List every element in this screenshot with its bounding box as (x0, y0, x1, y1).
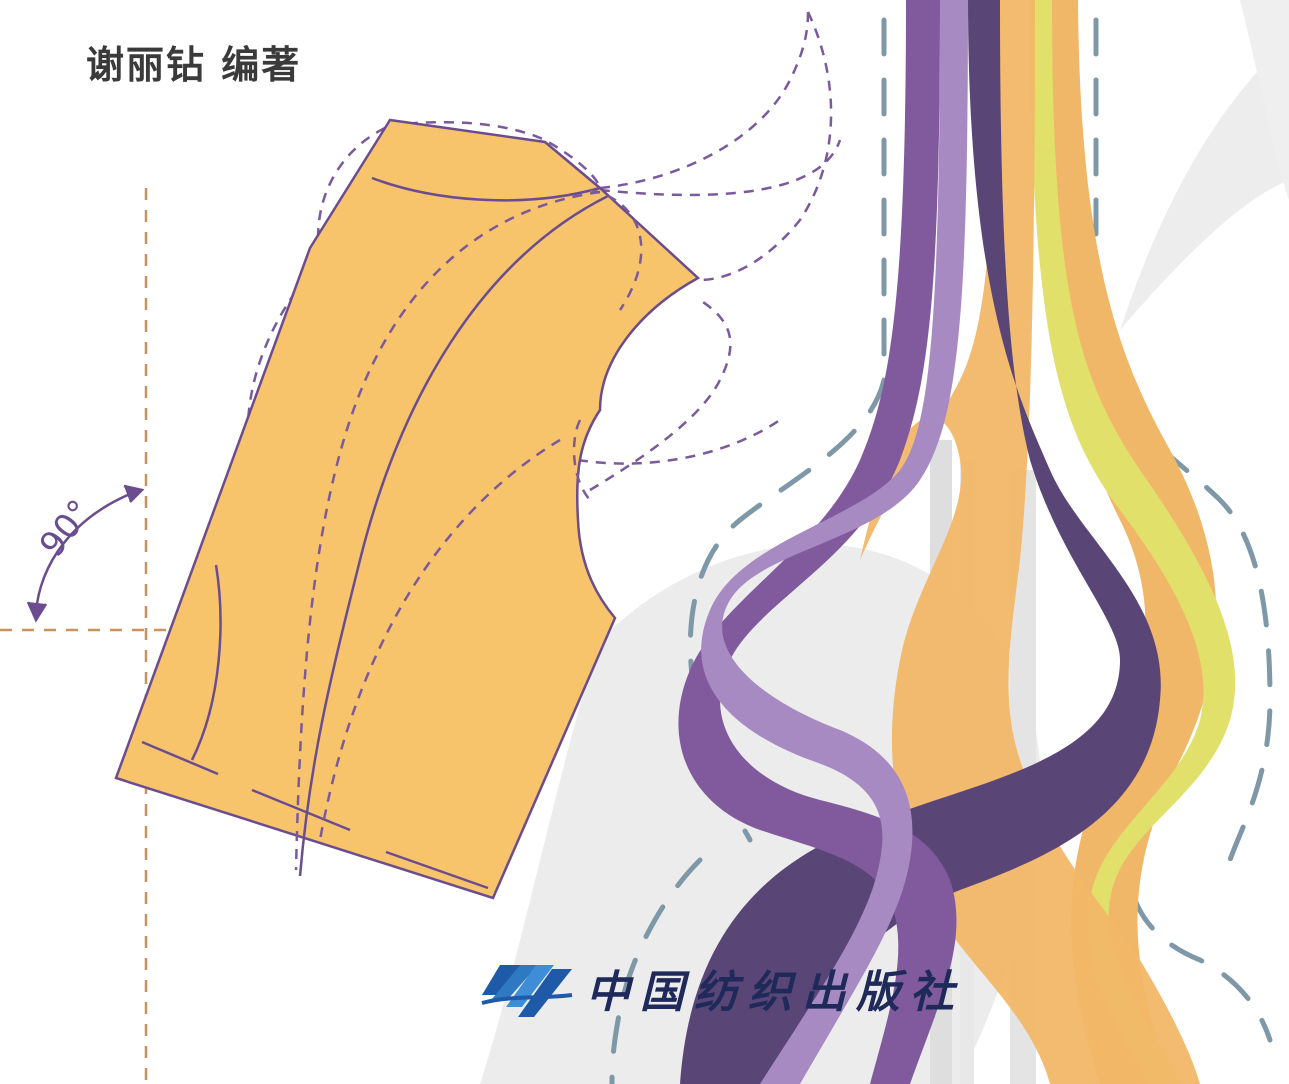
background-swoosh (1240, 0, 1289, 200)
ribbon-yellow (1030, 0, 1236, 1084)
dashed-outline (246, 126, 386, 471)
dashed-inner-curve (589, 188, 643, 311)
dashed-outline (699, 11, 833, 282)
dashed-inner-curve (318, 438, 561, 841)
background-swoosh (1120, 40, 1289, 330)
blue-stitch-line (609, 857, 703, 1084)
publisher-name: 中国纺织出版社 (586, 967, 964, 1018)
pattern-dashed-outlines (246, 11, 842, 492)
pattern-solid-lines (141, 176, 609, 890)
dashed-outline (599, 11, 810, 190)
side-dart (190, 564, 222, 761)
dashed-outline (389, 120, 602, 191)
publisher-logo-spacer (482, 956, 572, 1020)
hem-line (251, 788, 351, 832)
dashed-outline (577, 418, 781, 465)
pattern-piece (114, 118, 701, 900)
pattern-dashed-lines (294, 188, 643, 871)
angle-arrow-icon (26, 484, 145, 623)
blue-stitch-line (1125, 837, 1273, 1043)
front-curve (298, 194, 609, 877)
hem-line (385, 850, 489, 890)
publisher-logo-icon (481, 965, 573, 1017)
blue-stitch-line (1093, 347, 1273, 863)
neckline-curve (371, 176, 601, 202)
publisher-block: 中国纺织出版社 (482, 952, 964, 1024)
dashed-outline (589, 298, 732, 492)
dashed-outline (599, 139, 842, 197)
ribbon-dark-purple (680, 0, 1161, 1084)
hem-line (141, 740, 219, 776)
author-line: 谢丽钻 编著 (86, 42, 302, 87)
ribbon-lavender (701, 0, 968, 1084)
dashed-inner-curve (572, 419, 591, 501)
